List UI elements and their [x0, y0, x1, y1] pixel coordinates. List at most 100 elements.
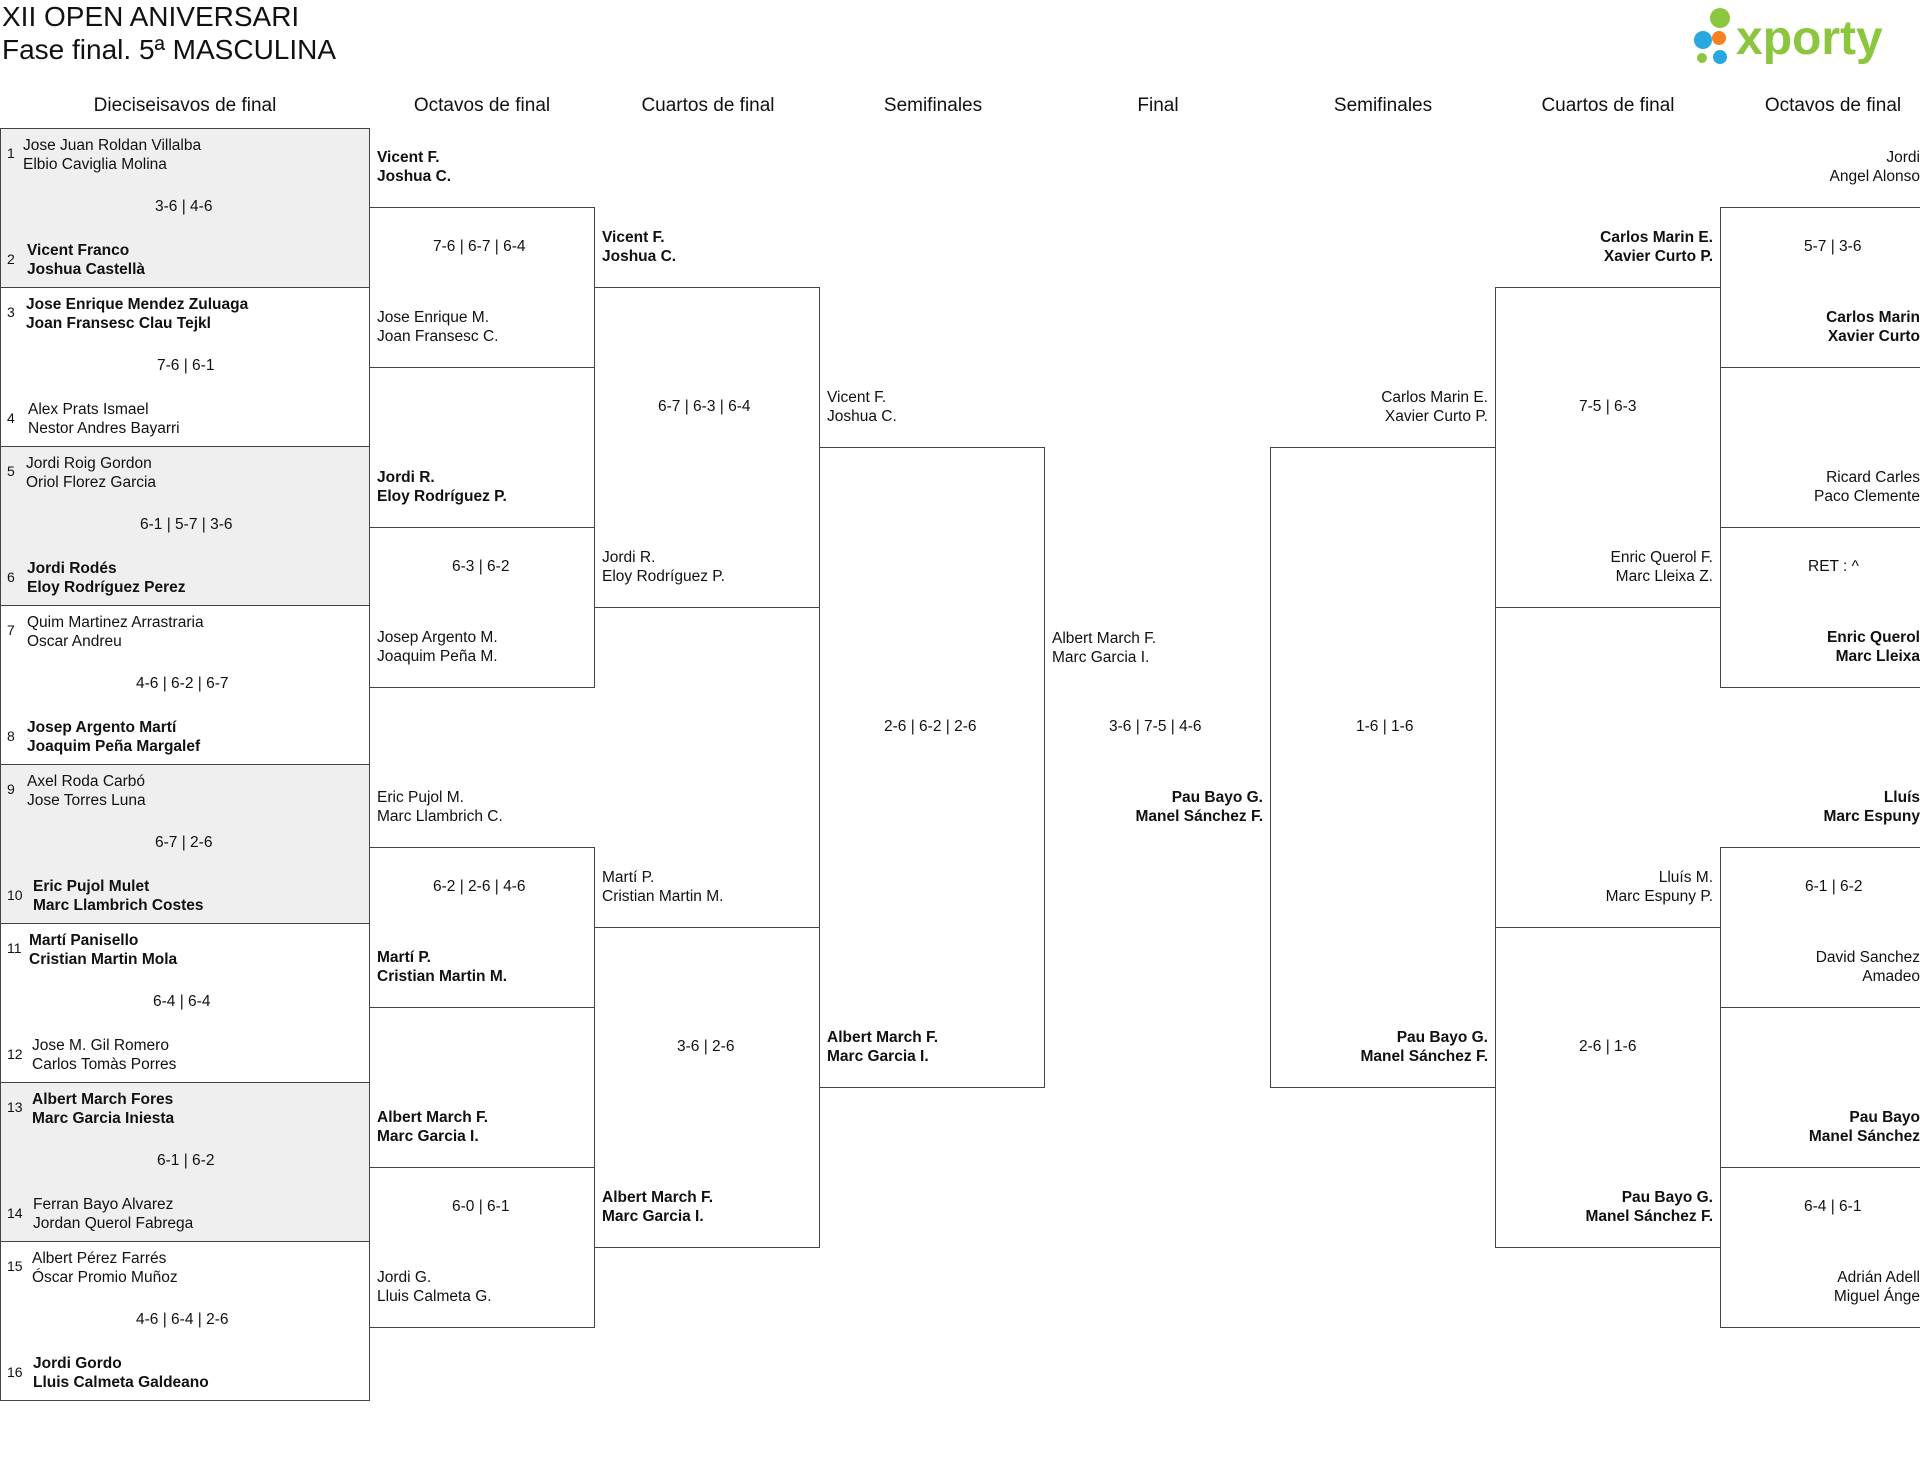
seed-11: 11 — [7, 940, 22, 956]
qf-team-winner: Carlos Marin E.Xavier Curto P. — [1600, 229, 1713, 265]
r16-score: 7-6 | 6-7 | 6-4 — [433, 238, 526, 255]
phase-subtitle: Fase final. 5ª MASCULINA — [2, 34, 337, 65]
round-header-r32: Dieciseisavos de final — [93, 95, 277, 116]
r16-team: Josep Argento M.Joaquim Peña M. — [377, 629, 498, 665]
final-team-winner: Pau Bayo G.Manel Sánchez F. — [1135, 789, 1263, 825]
r16-right-match-2 — [1720, 527, 1920, 688]
r32-match-1 — [0, 128, 370, 288]
r16-score: 6-0 | 6-1 — [452, 1198, 510, 1215]
r16-team-winner: Albert March F.Marc Garcia I. — [377, 1109, 489, 1145]
qf-left-match-2 — [594, 927, 820, 1248]
round-header-qf-right: Cuartos de final — [1541, 95, 1675, 116]
r32-match-8 — [0, 1241, 370, 1401]
seed-2: 2 — [7, 251, 15, 267]
seed-14: 14 — [7, 1205, 23, 1221]
sf-left-match — [819, 447, 1045, 1088]
qf-score: 7-5 | 6-3 — [1579, 398, 1637, 415]
r32-score: 6-1 | 5-7 | 3-6 — [140, 516, 233, 533]
logo-text: xporty — [1736, 12, 1883, 65]
r16-left-match-1 — [369, 207, 595, 368]
qf-team: Martí P.Cristian Martin M. — [602, 869, 724, 905]
sf-team: Carlos Marin E.Xavier Curto P. — [1381, 389, 1488, 425]
qf-score: 2-6 | 1-6 — [1579, 1038, 1637, 1055]
logo-dot-blue-small — [1713, 50, 1727, 64]
r16-team: Eric Pujol M.Marc Llambrich C. — [377, 789, 503, 825]
r16-team-winner: Jordi R.Eloy Rodríguez P. — [377, 469, 507, 505]
r16-score: 6-2 | 2-6 | 4-6 — [433, 878, 526, 895]
seed-1: 1 — [7, 145, 15, 161]
qf-team: Jordi R.Eloy Rodríguez P. — [602, 549, 725, 585]
logo-dot-green — [1710, 8, 1730, 28]
r16-team-winner: Martí P.Cristian Martin M. — [377, 949, 508, 985]
r16-score: 6-4 | 6-1 — [1804, 1198, 1862, 1215]
r16-right-match-4 — [1720, 1167, 1920, 1328]
r32-score: 4-6 | 6-4 | 2-6 — [136, 1311, 229, 1328]
xporty-logo: xporty — [1694, 8, 1883, 65]
r16-score: 6-1 | 6-2 — [1805, 878, 1863, 895]
seed-13: 13 — [7, 1099, 23, 1115]
r32-match-7 — [0, 1082, 370, 1242]
r16-left-match-2 — [369, 527, 595, 688]
round-header-final: Final — [1137, 95, 1179, 116]
qf-team-winner: Albert March F.Marc Garcia I. — [602, 1189, 714, 1225]
r16-left-match-4 — [369, 1167, 595, 1328]
seed-16: 16 — [7, 1364, 23, 1380]
seed-10: 10 — [7, 887, 23, 903]
qf-team-winner: Vicent F.Joshua C. — [602, 229, 677, 265]
seed-7: 7 — [7, 622, 15, 638]
sf-score: 1-6 | 1-6 — [1356, 718, 1414, 735]
qf-score: 6-7 | 6-3 | 6-4 — [658, 398, 751, 415]
seed-12: 12 — [7, 1046, 23, 1062]
sf-team-winner: Pau Bayo G.Manel Sánchez F. — [1360, 1029, 1488, 1065]
qf-team: Lluís M.Marc Espuny P. — [1605, 869, 1713, 905]
qf-right-match-1 — [1495, 287, 1721, 608]
r16-score: 5-7 | 3-6 — [1804, 238, 1862, 255]
sf-right-match — [1270, 447, 1496, 1088]
r32-score: 6-7 | 2-6 — [155, 834, 213, 851]
qf-score: 3-6 | 2-6 — [677, 1038, 735, 1055]
seed-15: 15 — [7, 1258, 23, 1274]
r32-score: 6-4 | 6-4 — [153, 993, 211, 1010]
r32-match-5 — [0, 764, 370, 924]
qf-team-winner: Pau Bayo G.Manel Sánchez F. — [1585, 1189, 1713, 1225]
final-team: Albert March F.Marc Garcia I. — [1052, 630, 1157, 666]
logo-dot-green-small — [1697, 53, 1707, 63]
r32-score: 4-6 | 6-2 | 6-7 — [136, 675, 229, 692]
seed-4: 4 — [7, 410, 15, 426]
qf-left-match-1 — [594, 287, 820, 608]
r32-score: 3-6 | 4-6 — [155, 198, 213, 215]
r16-score: 6-3 | 6-2 — [452, 558, 510, 575]
sf-score: 2-6 | 6-2 | 2-6 — [884, 718, 977, 735]
round-header-sf-right: Semifinales — [1333, 95, 1433, 116]
round-header-qf-left: Cuartos de final — [641, 95, 775, 116]
final-score: 3-6 | 7-5 | 4-6 — [1109, 718, 1202, 735]
r32-match-6 — [0, 923, 370, 1083]
r16-team: Jordi G.Lluis Calmeta G. — [377, 1269, 492, 1305]
r16-team-winner: Vicent F.Joshua C. — [377, 149, 452, 185]
r32-score: 7-6 | 6-1 — [157, 357, 215, 374]
seed-6: 6 — [7, 569, 15, 585]
r32-match-4 — [0, 605, 370, 765]
qf-team: Enric Querol F.Marc Lleixa Z. — [1610, 549, 1713, 585]
r32-match-2 — [0, 287, 370, 447]
